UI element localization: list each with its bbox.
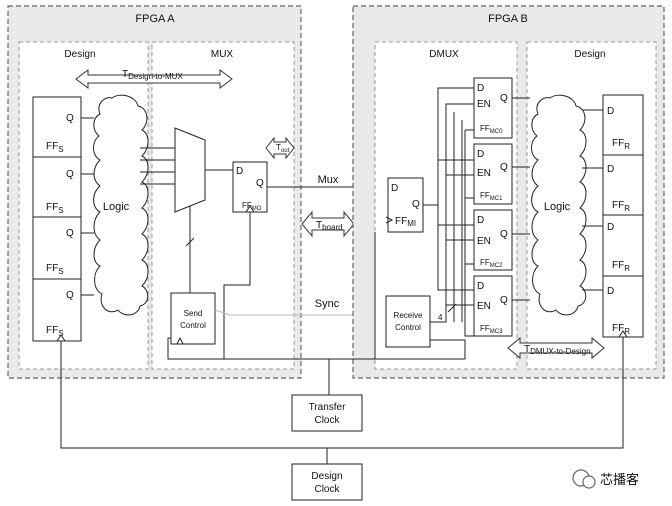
ffmc-stack: D EN Q FFMC0 D EN Q FFMC1 D EN Q FFMC2 D… bbox=[473, 77, 513, 337]
watermark-text: 芯播客 bbox=[600, 472, 639, 488]
ffr-3-label: FFR bbox=[612, 323, 630, 336]
svg-text:EN: EN bbox=[477, 168, 491, 179]
t-dmux-to-design-arrow bbox=[507, 336, 605, 360]
ffr-2-d: D bbox=[607, 222, 614, 233]
fpga-a-design-label: Design bbox=[64, 49, 95, 60]
t-out-label: Tout bbox=[276, 143, 290, 154]
ffr-stack-outline bbox=[602, 94, 644, 338]
receive-control-line1: Receive bbox=[394, 311, 423, 320]
fpga-b-dmux-label: DMUX bbox=[429, 49, 459, 60]
fpga-b-design-label: Design bbox=[574, 49, 605, 60]
ff-mc-0-label: FFMC0 bbox=[480, 124, 503, 135]
design-clock-block bbox=[291, 463, 363, 501]
ffs-stack: Q FFS Q FFS Q FFS Q FFS bbox=[32, 96, 82, 342]
ffs-2-q: Q bbox=[66, 228, 74, 239]
ff-mc-1 bbox=[473, 143, 513, 205]
ff-mo-d: D bbox=[236, 166, 243, 177]
ffs-3-q: Q bbox=[66, 290, 74, 301]
mux-signal-label: Mux bbox=[318, 174, 339, 186]
fpga-a-mux-label: MUX bbox=[211, 49, 234, 60]
mux-shape bbox=[174, 127, 206, 213]
transfer-clock-block bbox=[291, 394, 363, 432]
design-clock-line1: Design bbox=[311, 471, 342, 482]
ffs-3-label: FFS bbox=[46, 325, 64, 338]
ff-mc-0 bbox=[473, 77, 513, 139]
t-design-to-mux-arrow bbox=[75, 69, 233, 89]
svg-text:Q: Q bbox=[500, 162, 508, 173]
ffs-0-q: Q bbox=[66, 113, 74, 124]
ffr-3-d: D bbox=[607, 286, 614, 297]
transfer-clock-line1: Transfer bbox=[309, 402, 347, 413]
t-out-arrow bbox=[265, 136, 295, 160]
svg-text:D: D bbox=[477, 83, 484, 94]
ffs-1-q: Q bbox=[66, 169, 74, 180]
ffs-0-label: FFS bbox=[46, 141, 64, 154]
send-control-block bbox=[170, 292, 216, 345]
watermark: 芯播客 bbox=[572, 469, 639, 489]
ffr-2-label: FFR bbox=[612, 260, 630, 273]
logic-cloud-b bbox=[531, 94, 587, 316]
receive-control-block bbox=[385, 295, 431, 348]
send-control-line2: Control bbox=[180, 321, 206, 330]
ffr-0-d: D bbox=[607, 106, 614, 117]
svg-text:Q: Q bbox=[500, 295, 508, 306]
ff-mc-3 bbox=[473, 275, 513, 337]
ff-mi-d: D bbox=[391, 183, 398, 194]
sync-signal-label: Sync bbox=[315, 298, 340, 310]
svg-text:D: D bbox=[477, 281, 484, 292]
t-design-mux-label: TDesign-to-MUX bbox=[122, 69, 183, 81]
ffs-1-label: FFS bbox=[46, 202, 64, 215]
transfer-clock-line2: Clock bbox=[314, 415, 340, 426]
ff-mc-3-label: FFMC3 bbox=[480, 324, 503, 335]
ff-mi bbox=[387, 177, 424, 233]
ff-mc-2 bbox=[473, 209, 513, 271]
design-clock-line2: Clock bbox=[314, 484, 340, 495]
svg-text:D: D bbox=[477, 215, 484, 226]
logic-cloud-a bbox=[93, 94, 149, 316]
ff-mo-q: Q bbox=[256, 178, 264, 189]
svg-text:D: D bbox=[477, 149, 484, 160]
ff-mo-label: FFMO bbox=[242, 201, 262, 212]
logic-b-label: Logic bbox=[544, 201, 571, 213]
ffr-1-label: FFR bbox=[612, 200, 630, 213]
fpga-a-title: FPGA A bbox=[135, 13, 175, 25]
send-control-line1: Send bbox=[184, 309, 203, 318]
ff-mi-q: Q bbox=[412, 199, 420, 210]
ffr-1-d: D bbox=[607, 164, 614, 175]
ffs-stack-outline bbox=[32, 96, 82, 342]
ffs-2-label: FFS bbox=[46, 263, 64, 276]
ffr-stack: D FFR D FFR D FFR D FFR bbox=[602, 94, 644, 338]
svg-text:EN: EN bbox=[477, 301, 491, 312]
svg-text:Q: Q bbox=[500, 229, 508, 240]
receive-control-line2: Control bbox=[395, 323, 421, 332]
t-board-label: Tboard bbox=[316, 220, 343, 232]
ff-mc-2-label: FFMC2 bbox=[480, 258, 503, 269]
svg-text:Q: Q bbox=[500, 93, 508, 104]
fpga-b-title: FPGA B bbox=[488, 13, 528, 25]
logic-a-label: Logic bbox=[103, 201, 130, 213]
svg-text:EN: EN bbox=[477, 236, 491, 247]
t-dmux-design-label: TDMUX-to-Design bbox=[524, 344, 591, 356]
ff-mi-label: FFMI bbox=[395, 216, 416, 228]
svg-text:EN: EN bbox=[477, 99, 491, 110]
ffr-0-label: FFR bbox=[612, 138, 630, 151]
ff-mc-1-label: FFMC1 bbox=[480, 191, 503, 202]
bus-width-label: 4 bbox=[438, 313, 443, 322]
